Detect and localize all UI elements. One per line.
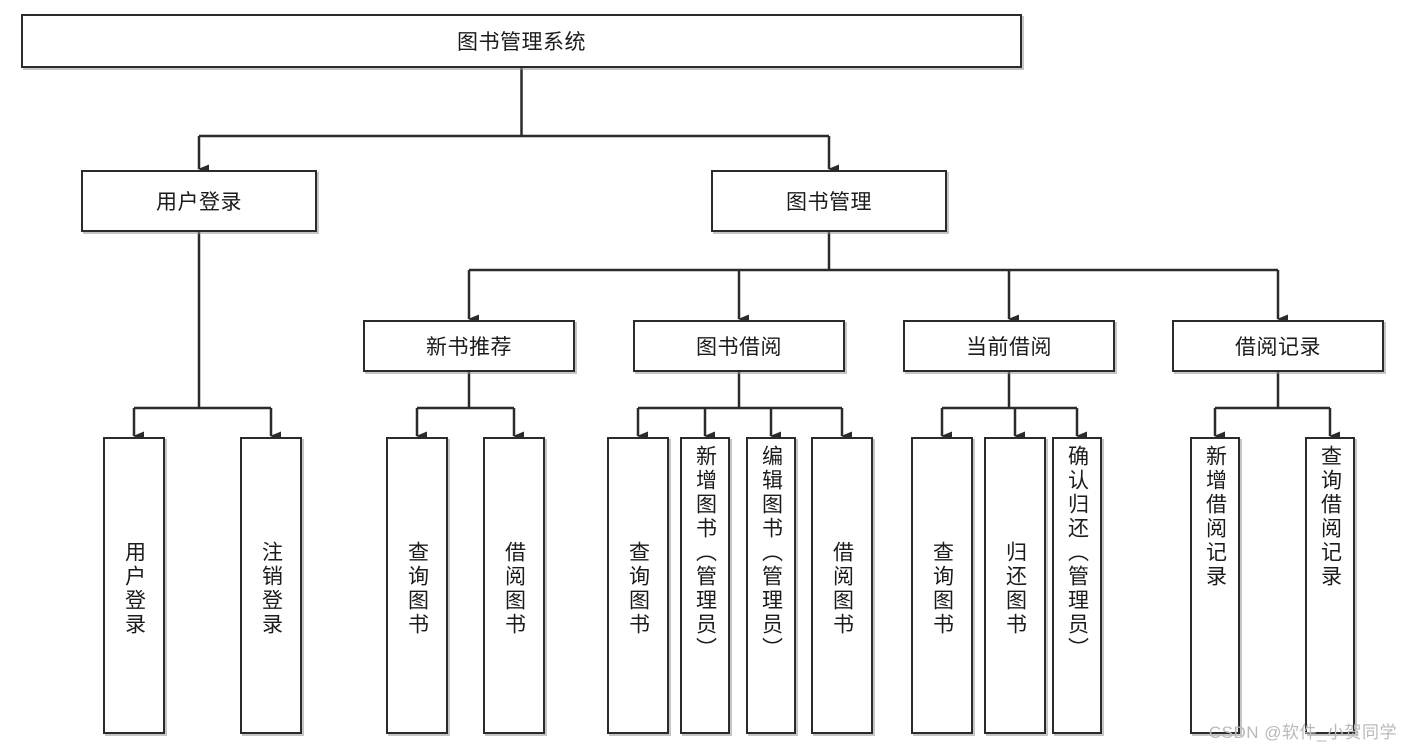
edge-group — [132, 68, 1340, 441]
node-label: 借阅图书 — [502, 540, 526, 637]
node-label: 新增借阅记录 — [1203, 445, 1227, 589]
node-current-borrow[interactable]: 当前借阅 — [903, 320, 1115, 372]
node-label: 图书管理 — [786, 191, 872, 214]
node-leaf-add-book[interactable]: 新增图书（管理员） — [680, 437, 730, 734]
node-label: 查询图书 — [930, 540, 954, 637]
node-label: 用户登录 — [122, 540, 146, 637]
node-leaf-user-login[interactable]: 用户登录 — [103, 437, 165, 734]
node-label: 用户登录 — [156, 191, 242, 214]
node-label: 确认归还（管理员） — [1065, 445, 1089, 661]
node-leaf-borrow-book-2[interactable]: 借阅图书 — [811, 437, 873, 734]
node-label: 查询图书 — [405, 540, 429, 637]
node-label: 图书借阅 — [696, 336, 782, 359]
node-book-mgmt[interactable]: 图书管理 — [711, 170, 947, 232]
node-leaf-add-record[interactable]: 新增借阅记录 — [1190, 437, 1240, 734]
node-label: 查询借阅记录 — [1318, 445, 1342, 589]
node-leaf-query-book-2[interactable]: 查询图书 — [607, 437, 669, 734]
node-leaf-logout[interactable]: 注销登录 — [240, 437, 302, 734]
node-label: 归还图书 — [1003, 540, 1027, 637]
node-borrow-record[interactable]: 借阅记录 — [1172, 320, 1384, 372]
node-label: 编辑图书（管理员） — [759, 445, 783, 661]
node-label: 查询图书 — [626, 540, 650, 637]
node-leaf-borrow-book-1[interactable]: 借阅图书 — [483, 437, 545, 734]
node-label: 注销登录 — [259, 540, 283, 637]
node-label: 借阅记录 — [1235, 336, 1321, 359]
node-new-book-rec[interactable]: 新书推荐 — [363, 320, 575, 372]
node-label: 图书管理系统 — [457, 31, 586, 54]
node-label: 借阅图书 — [830, 540, 854, 637]
node-user-login[interactable]: 用户登录 — [81, 170, 317, 232]
node-leaf-edit-book[interactable]: 编辑图书（管理员） — [746, 437, 796, 734]
node-root[interactable]: 图书管理系统 — [21, 14, 1022, 68]
node-leaf-query-book-3[interactable]: 查询图书 — [911, 437, 973, 734]
node-leaf-query-book-1[interactable]: 查询图书 — [386, 437, 448, 734]
node-label: 新书推荐 — [426, 336, 512, 359]
node-leaf-confirm-return[interactable]: 确认归还（管理员） — [1052, 437, 1102, 734]
node-label: 当前借阅 — [966, 336, 1052, 359]
node-book-borrow[interactable]: 图书借阅 — [633, 320, 845, 372]
node-leaf-return-book[interactable]: 归还图书 — [984, 437, 1046, 734]
node-label: 新增图书（管理员） — [693, 445, 717, 661]
node-leaf-query-record[interactable]: 查询借阅记录 — [1305, 437, 1355, 734]
